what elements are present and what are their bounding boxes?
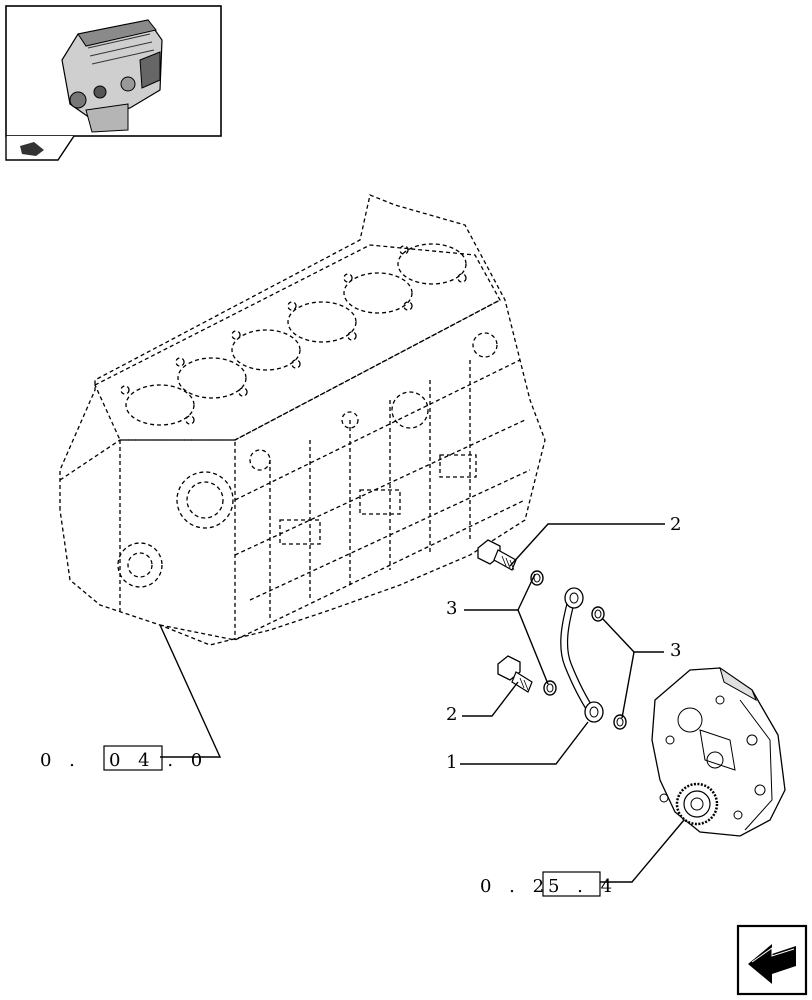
block-leader-line: [159, 624, 222, 758]
engine-block: [59, 194, 546, 646]
callout-item-3-right: 3: [670, 640, 681, 661]
block-reference-prefix: 0 .: [40, 750, 81, 771]
block-reference[interactable]: 0 . 0 4 . 0: [40, 745, 208, 771]
leader-item-3-right-b: [621, 651, 635, 719]
seal-washer-right-upper: [591, 606, 605, 622]
callout-item-3-left: 3: [446, 598, 457, 619]
block-reference-box: [103, 745, 163, 771]
callout-item-2-lower: 2: [446, 704, 457, 725]
seal-washer-lower: [543, 680, 557, 696]
callout-item-2-upper: 2: [670, 514, 681, 535]
gear-leader-line: [600, 819, 685, 883]
leader-item-3-right-a: [601, 617, 664, 653]
leader-item-3-left-b: [517, 573, 536, 611]
banjo-bolt-lower: [497, 655, 533, 693]
gear-reference-box: [542, 871, 601, 897]
engine-thumbnail-icon[interactable]: [5, 5, 222, 137]
engine-tab-icon[interactable]: [5, 135, 75, 161]
seal-washer-right-lower: [613, 714, 627, 730]
callout-item-1: 1: [446, 752, 457, 773]
leader-item-2-lower: [462, 681, 519, 717]
leader-item-1: [460, 721, 589, 765]
gear-reference-prefix: 0 . 2: [480, 876, 550, 897]
seal-washer-upper: [530, 570, 544, 586]
gear-housing: [651, 666, 786, 837]
block-reference-boxed: 0 4 . 0: [109, 750, 208, 771]
next-page-arrow-icon[interactable]: [736, 924, 808, 996]
gear-reference-boxed: 5 . 4: [548, 876, 618, 897]
oil-pipe: [560, 587, 604, 723]
leader-item-2-upper: [509, 523, 665, 567]
gear-reference[interactable]: 0 . 2 5 . 4: [480, 871, 618, 897]
